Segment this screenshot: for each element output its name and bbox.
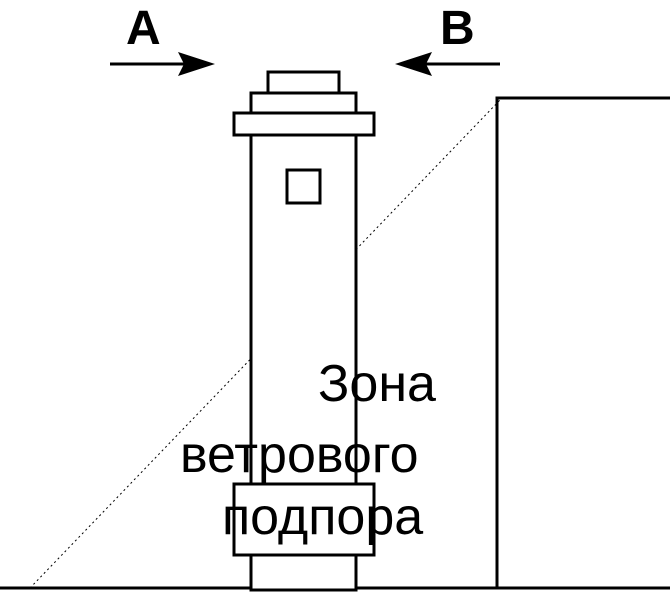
arrow-b — [395, 52, 500, 76]
chimney-cap-base — [232, 111, 376, 137]
chimney-opening — [285, 168, 322, 205]
adjacent-building — [495, 96, 670, 588]
zone-label-line-1: Зона — [318, 355, 436, 413]
label-b: B — [440, 2, 475, 55]
arrow-a — [110, 52, 215, 76]
zone-label-line-2: ветрового — [180, 426, 419, 484]
zone-label-line-3: подпора — [222, 488, 423, 546]
chimney-cap-top — [266, 70, 341, 95]
chimney-cap-middle — [249, 91, 358, 115]
label-a: A — [126, 2, 161, 55]
chimney-base-block — [232, 482, 376, 557]
